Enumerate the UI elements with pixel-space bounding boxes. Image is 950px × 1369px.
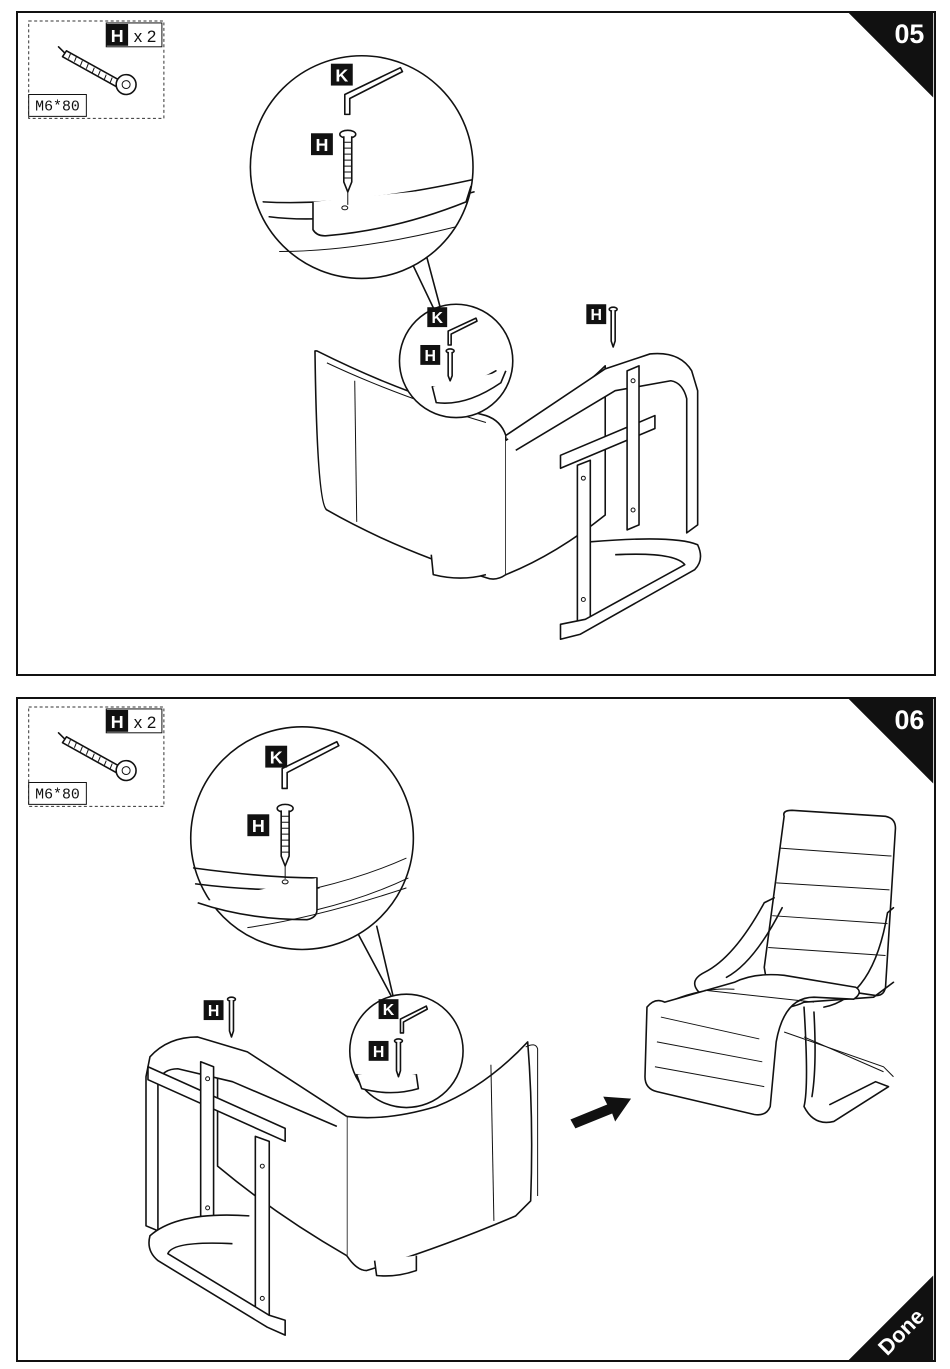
- hardware-size: M6*80: [35, 99, 80, 115]
- step-number-badge: 05: [849, 13, 933, 97]
- callout-tool-label: K: [383, 1002, 395, 1019]
- done-badge: Done: [849, 1276, 933, 1360]
- callout-bolt-label: H: [425, 348, 436, 365]
- step-number-badge: 06: [849, 699, 933, 783]
- detail-tool-label: K: [335, 66, 348, 86]
- detail-magnifier: K H: [191, 727, 414, 1002]
- frame-bolt-icon: [609, 307, 617, 347]
- frame-bolt-label: H: [591, 307, 602, 324]
- hardware-part-label: H: [111, 712, 124, 732]
- detail-bolt-label: H: [315, 135, 328, 155]
- hardware-part-label: H: [111, 26, 124, 46]
- hardware-quantity: x 2: [134, 713, 157, 732]
- callout-bolt-label: H: [373, 1044, 384, 1061]
- step-05-illustration: 05 H x 2 M6*80: [18, 13, 934, 674]
- step-06-illustration: 06 Done H x 2 M6*80: [18, 699, 934, 1360]
- step-number: 06: [894, 705, 924, 735]
- chair-frame-assembly: K H H: [146, 994, 538, 1335]
- hardware-box: H x 2 M6*80: [29, 21, 164, 118]
- step-number: 05: [894, 19, 924, 49]
- chair-frame-assembly: K H H: [315, 304, 701, 639]
- detail-bolt-label: H: [252, 816, 265, 836]
- hardware-quantity: x 2: [134, 27, 157, 46]
- step-06-panel: 06 Done H x 2 M6*80: [16, 697, 936, 1362]
- frame-bolt-label: H: [208, 1003, 219, 1020]
- hardware-box: H x 2 M6*80: [29, 707, 164, 806]
- finished-chair-illustration: [645, 810, 895, 1122]
- hardware-size: M6*80: [35, 787, 80, 803]
- frame-bolt-icon: [228, 997, 236, 1037]
- step-05-panel: 05 H x 2 M6*80: [16, 11, 936, 676]
- arrow-right-icon: [570, 1097, 631, 1129]
- detail-tool-label: K: [270, 748, 283, 768]
- detail-magnifier: K H: [250, 56, 474, 341]
- callout-tool-label: K: [431, 310, 443, 327]
